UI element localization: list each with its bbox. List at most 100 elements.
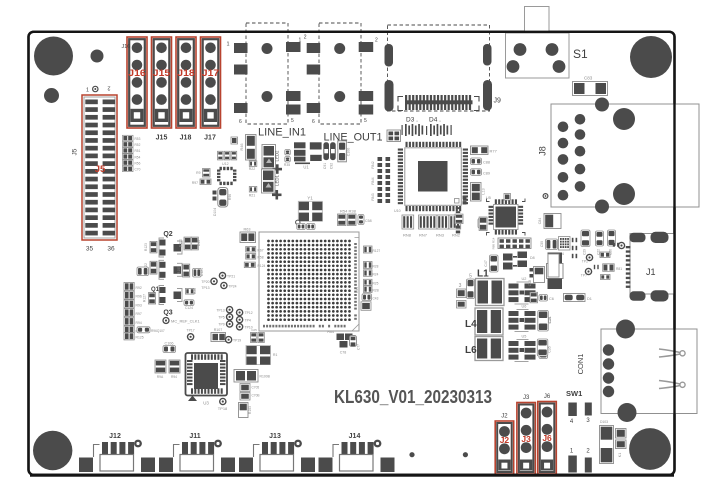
svg-text:C26: C26 bbox=[609, 249, 613, 255]
svg-text:RN8: RN8 bbox=[403, 233, 412, 238]
svg-text:2: 2 bbox=[586, 449, 590, 455]
svg-text:TP9: TP9 bbox=[218, 323, 224, 327]
svg-text:R124: R124 bbox=[258, 264, 266, 268]
svg-text:R67: R67 bbox=[258, 249, 264, 253]
svg-text:TP19: TP19 bbox=[233, 339, 241, 343]
svg-text:C78: C78 bbox=[340, 351, 347, 355]
svg-text:RN4: RN4 bbox=[371, 177, 375, 184]
svg-text:J6: J6 bbox=[544, 394, 551, 400]
svg-text:R26: R26 bbox=[193, 288, 197, 294]
svg-text:R77: R77 bbox=[490, 149, 498, 154]
svg-text:R123: R123 bbox=[144, 243, 148, 251]
svg-text:R81: R81 bbox=[616, 267, 622, 271]
svg-text:D103: D103 bbox=[600, 420, 608, 424]
svg-text:J1: J1 bbox=[646, 267, 656, 277]
svg-text:C21: C21 bbox=[548, 316, 552, 323]
svg-text:R97: R97 bbox=[192, 181, 198, 185]
svg-text:J14: J14 bbox=[349, 433, 361, 440]
svg-text:R51: R51 bbox=[135, 149, 141, 153]
svg-text:R63: R63 bbox=[244, 228, 251, 232]
svg-text:R96: R96 bbox=[136, 295, 142, 299]
svg-text:U5: U5 bbox=[522, 335, 527, 339]
svg-text:J17: J17 bbox=[202, 68, 220, 78]
svg-text:R94: R94 bbox=[171, 375, 177, 379]
svg-text:C91: C91 bbox=[323, 163, 327, 169]
svg-text:J17: J17 bbox=[204, 135, 216, 142]
svg-text:C13: C13 bbox=[197, 240, 201, 246]
svg-text:TP12: TP12 bbox=[245, 311, 253, 315]
svg-text:J12: J12 bbox=[109, 433, 121, 440]
svg-text:TP4: TP4 bbox=[245, 318, 251, 322]
svg-text:L1: L1 bbox=[477, 269, 489, 280]
svg-text:R52: R52 bbox=[135, 143, 141, 147]
svg-text:5: 5 bbox=[469, 274, 472, 280]
svg-text:1: 1 bbox=[227, 42, 230, 48]
svg-text:R107: R107 bbox=[214, 328, 223, 332]
svg-text:J16: J16 bbox=[122, 44, 131, 50]
svg-text:C35: C35 bbox=[548, 346, 552, 353]
svg-text:R9: R9 bbox=[196, 171, 200, 175]
svg-text:U6: U6 bbox=[522, 305, 527, 309]
svg-text:TP21: TP21 bbox=[227, 275, 235, 279]
svg-text:R101: R101 bbox=[179, 239, 183, 247]
svg-text:TP5: TP5 bbox=[218, 316, 224, 320]
svg-text:C106: C106 bbox=[164, 341, 173, 345]
svg-text:RN3: RN3 bbox=[371, 193, 375, 200]
svg-text:3: 3 bbox=[459, 283, 462, 289]
svg-text:LED2: LED2 bbox=[275, 150, 280, 162]
svg-text:J2: J2 bbox=[500, 435, 510, 445]
svg-text:J13: J13 bbox=[269, 433, 281, 440]
svg-text:LINE_OUT1: LINE_OUT1 bbox=[324, 132, 383, 144]
svg-text:J6: J6 bbox=[542, 433, 552, 443]
svg-text:R127: R127 bbox=[143, 294, 147, 302]
svg-text:C4B: C4B bbox=[528, 279, 532, 286]
svg-text:R105: R105 bbox=[177, 266, 181, 274]
svg-text:J8: J8 bbox=[538, 146, 548, 156]
svg-text:C77: C77 bbox=[357, 344, 361, 350]
svg-text:35: 35 bbox=[86, 246, 94, 253]
svg-text:C58: C58 bbox=[365, 219, 372, 223]
svg-text:R88 R14: R88 R14 bbox=[492, 237, 496, 249]
svg-text:L6: L6 bbox=[465, 345, 477, 356]
svg-text:5: 5 bbox=[291, 118, 294, 124]
svg-text:R54: R54 bbox=[135, 155, 141, 159]
svg-text:R100B: R100B bbox=[260, 375, 271, 379]
svg-text:J3: J3 bbox=[523, 395, 530, 401]
svg-text:R96: R96 bbox=[228, 194, 232, 200]
svg-text:J5: J5 bbox=[95, 164, 106, 175]
svg-text:J5: J5 bbox=[72, 148, 79, 155]
svg-text:U3: U3 bbox=[203, 401, 209, 406]
svg-text:2: 2 bbox=[107, 85, 110, 91]
svg-text:Q1: Q1 bbox=[151, 287, 160, 293]
svg-text:J15: J15 bbox=[156, 135, 168, 142]
svg-text:CON1: CON1 bbox=[576, 354, 585, 375]
svg-text:SW1: SW1 bbox=[566, 389, 582, 398]
svg-text:TP7: TP7 bbox=[581, 274, 587, 278]
svg-text:C121: C121 bbox=[200, 268, 204, 276]
svg-text:LED1: LED1 bbox=[275, 174, 280, 186]
svg-text:4: 4 bbox=[570, 419, 574, 425]
svg-text:MC_REF_CLK1: MC_REF_CLK1 bbox=[171, 319, 200, 324]
svg-text:R58: R58 bbox=[258, 256, 264, 260]
svg-text:S1: S1 bbox=[573, 47, 588, 61]
svg-text:C124: C124 bbox=[185, 306, 193, 310]
svg-text:1: 1 bbox=[86, 88, 89, 94]
svg-text:R53: R53 bbox=[135, 137, 141, 141]
svg-text:TP13: TP13 bbox=[201, 286, 209, 290]
svg-text:R35: R35 bbox=[284, 163, 290, 167]
svg-text:R125: R125 bbox=[136, 336, 144, 340]
svg-text:R56: R56 bbox=[135, 162, 141, 166]
svg-text:J9: J9 bbox=[494, 98, 502, 105]
svg-text:2: 2 bbox=[375, 38, 378, 44]
svg-text:TP2: TP2 bbox=[582, 260, 588, 264]
svg-text:RN2: RN2 bbox=[452, 233, 461, 238]
svg-text:R92: R92 bbox=[136, 286, 142, 290]
svg-text:Q3: Q3 bbox=[163, 310, 172, 317]
svg-text:R24: R24 bbox=[373, 273, 379, 277]
svg-text:1: 1 bbox=[299, 38, 302, 44]
svg-text:R64: R64 bbox=[327, 330, 334, 334]
svg-text:C25: C25 bbox=[251, 328, 257, 332]
svg-text:J2: J2 bbox=[501, 414, 508, 420]
svg-text:R21: R21 bbox=[249, 194, 256, 198]
svg-text:R46: R46 bbox=[240, 144, 244, 151]
